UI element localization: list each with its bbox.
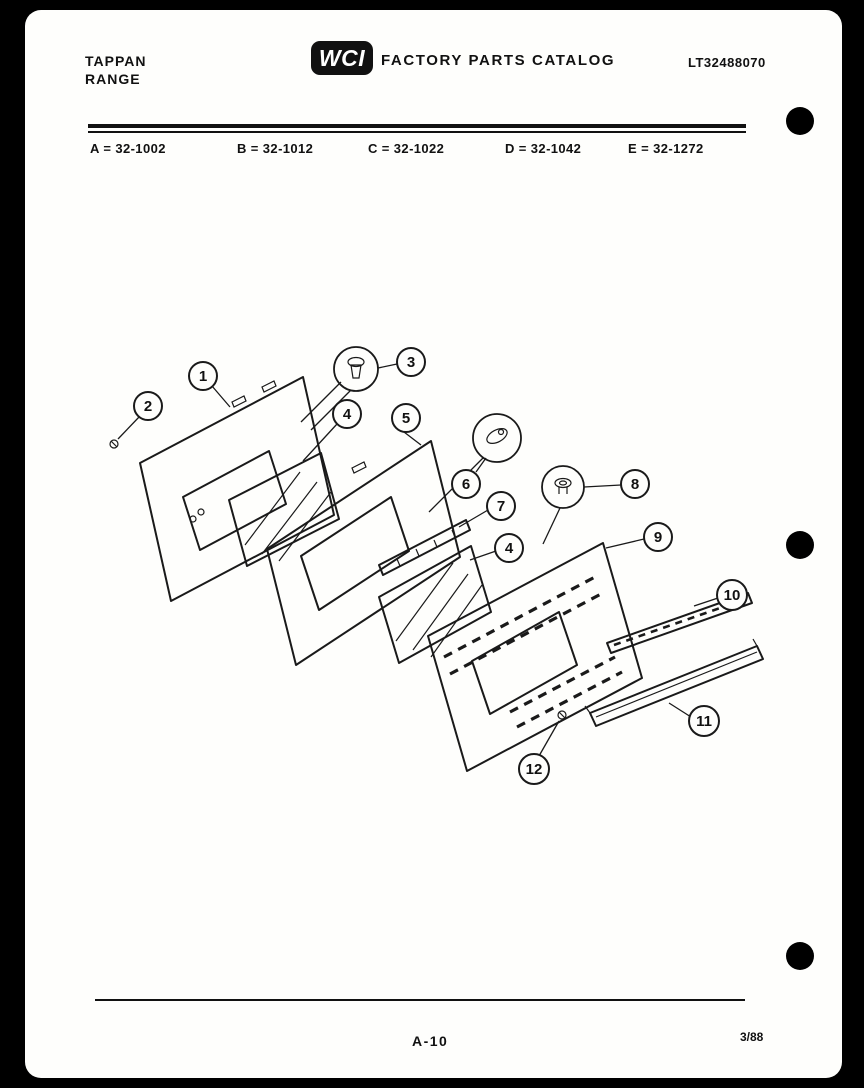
wci-logo: WCI (311, 41, 373, 75)
model-d: D = 32-1042 (505, 141, 582, 156)
footer-rule (95, 999, 745, 1001)
binder-hole-middle (786, 531, 814, 559)
model-c: C = 32-1022 (368, 141, 445, 156)
svg-text:1: 1 (199, 368, 207, 385)
svg-text:4: 4 (343, 406, 352, 423)
grommet-detail (541, 465, 585, 545)
glass-retainer-strip (378, 519, 471, 576)
brand-line-1: TAPPAN (85, 53, 147, 69)
svg-text:9: 9 (654, 529, 662, 546)
header-rule-thin (88, 131, 746, 133)
inner-door-panel (139, 376, 335, 602)
callout-10: 10 (716, 579, 748, 611)
exploded-diagram: 1 2 3 4 5 6 7 8 (109, 346, 764, 785)
document-number: LT32488070 (688, 55, 766, 70)
svg-text:6: 6 (462, 476, 470, 493)
callout-3: 3 (396, 347, 426, 377)
svg-text:3: 3 (407, 354, 415, 371)
binder-hole-top (786, 107, 814, 135)
binder-hole-bottom (786, 942, 814, 970)
callout-8: 8 (620, 469, 650, 499)
brand-line-2: RANGE (85, 71, 141, 87)
svg-text:7: 7 (497, 498, 505, 515)
model-a: A = 32-1002 (90, 141, 166, 156)
page-number: A-10 (412, 1033, 449, 1049)
callout-12: 12 (518, 753, 550, 785)
svg-text:12: 12 (526, 761, 543, 778)
callout-leaders (117, 363, 719, 757)
callout-9: 9 (643, 522, 673, 552)
callout-5: 5 (391, 403, 421, 433)
model-b: B = 32-1012 (237, 141, 314, 156)
date-code: 3/88 (740, 1030, 764, 1044)
middle-door-panel (266, 440, 461, 666)
model-e: E = 32-1272 (628, 141, 704, 156)
door-glass-inner (228, 452, 340, 567)
callout-4-upper: 4 (332, 399, 362, 429)
callout-2: 2 (133, 391, 163, 421)
push-nut-detail (300, 346, 379, 431)
callout-1: 1 (188, 361, 218, 391)
callout-4-lower: 4 (494, 533, 524, 563)
model-index-row: A = 32-1002 B = 32-1012 C = 32-1022 D = … (0, 141, 864, 161)
callout-6: 6 (451, 469, 481, 499)
callout-11: 11 (688, 705, 720, 737)
door-glass-outer (378, 545, 492, 664)
outer-door-panel (427, 542, 643, 772)
wci-logo-text: WCI (318, 44, 366, 71)
svg-text:2: 2 (144, 398, 152, 415)
svg-text:8: 8 (631, 476, 639, 493)
screw-part-2 (109, 439, 119, 449)
paper-page (25, 10, 842, 1078)
svg-text:4: 4 (505, 540, 514, 557)
vent-trim (606, 592, 753, 654)
callout-7: 7 (486, 491, 516, 521)
catalog-title: FACTORY PARTS CATALOG (381, 52, 616, 69)
svg-text:11: 11 (696, 713, 712, 730)
screw-part-12 (557, 710, 567, 720)
brand-block: TAPPAN RANGE (85, 52, 146, 88)
door-handle (584, 638, 764, 727)
header-rule-thick (88, 124, 746, 128)
svg-text:10: 10 (724, 587, 741, 604)
svg-text:5: 5 (402, 410, 410, 427)
